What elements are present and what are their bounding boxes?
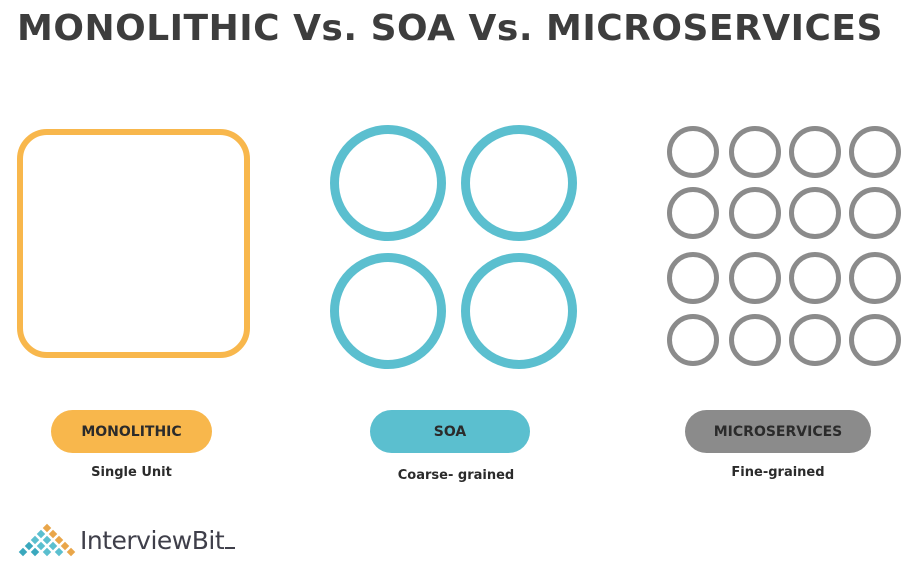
- microservice-circle: [729, 252, 781, 304]
- microservices-label-text: MICROSERVICES: [713, 423, 843, 440]
- microservice-circle: [849, 126, 901, 178]
- microservice-circle: [789, 187, 841, 239]
- monolithic-label: MONOLITHIC: [51, 410, 212, 453]
- soa-label: SOA: [370, 410, 530, 453]
- microservice-circle: [789, 314, 841, 366]
- logo-wordmark: InterviewBit: [80, 525, 225, 555]
- microservice-circle: [667, 252, 719, 304]
- microservices-description: Fine-grained: [731, 465, 825, 480]
- microservice-circle: [789, 126, 841, 178]
- logo-underscore: [225, 547, 236, 549]
- soa-service-circle: [330, 125, 446, 241]
- microservice-circle: [729, 126, 781, 178]
- microservice-circle: [849, 187, 901, 239]
- soa-service-circle: [461, 253, 577, 369]
- microservice-circle: [667, 126, 719, 178]
- microservices-label: MICROSERVICES: [685, 410, 871, 453]
- microservice-circle: [849, 252, 901, 304]
- monolithic-description: Single Unit: [91, 465, 172, 480]
- microservice-circle: [667, 187, 719, 239]
- microservice-circle: [729, 314, 781, 366]
- microservice-circle: [849, 314, 901, 366]
- microservice-circle: [789, 252, 841, 304]
- soa-description: Coarse- grained: [397, 468, 515, 483]
- page-title: MONOLITHIC Vs. SOA Vs. MICROSERVICES: [17, 8, 883, 49]
- interviewbit-logo: InterviewBit: [18, 520, 236, 560]
- soa-service-circle: [461, 125, 577, 241]
- soa-service-circle: [330, 253, 446, 369]
- monolithic-label-text: MONOLITHIC: [81, 423, 182, 440]
- microservice-circle: [667, 314, 719, 366]
- soa-label-text: SOA: [433, 423, 467, 440]
- microservice-circle: [729, 187, 781, 239]
- monolithic-unit-shape: [17, 129, 250, 358]
- triangle-grid-logo-icon: [18, 523, 76, 557]
